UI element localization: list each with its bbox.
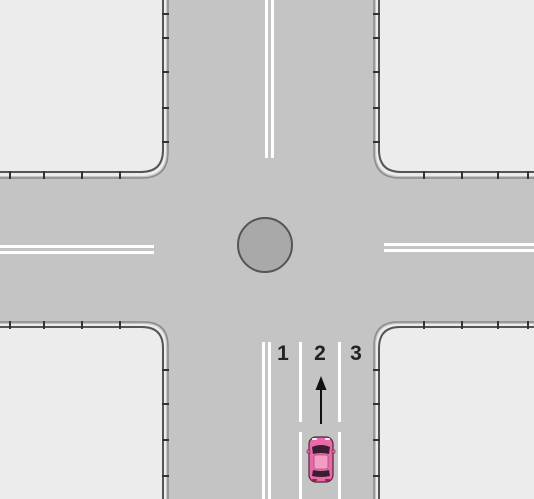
center-line-top-b: [271, 0, 274, 158]
lane-divider-1: [299, 342, 302, 422]
center-line-right-a: [384, 243, 534, 246]
center-line-top-a: [265, 0, 268, 158]
curb-top-left-inner: [0, 0, 169, 179]
block-bottom-left: [0, 324, 166, 499]
block-top-left: [0, 0, 166, 176]
curb-bottom-left: [0, 326, 164, 499]
lane-line-left-a: [262, 342, 265, 499]
center-line-left-a: [0, 245, 154, 248]
curb-bottom-right: [378, 326, 534, 499]
block-top-right: [376, 0, 534, 176]
arrow-up-icon: [315, 376, 327, 424]
curb-bottom-right-inner: [373, 321, 534, 499]
car-icon: [306, 436, 336, 483]
curb-top-right-inner: [373, 0, 534, 179]
center-line-left-b: [0, 251, 154, 254]
curb-bottom-left-inner: [0, 321, 169, 499]
curb-top-left: [0, 0, 164, 173]
lane-divider-1-lower: [299, 432, 302, 499]
center-line-right-b: [384, 249, 534, 252]
lane-label-2: 2: [314, 342, 326, 365]
lane-label-3: 3: [350, 342, 362, 365]
curb-ticks: [9, 13, 529, 477]
lane-label-1: 1: [277, 342, 289, 365]
block-bottom-right: [376, 324, 534, 499]
curb-top-right: [378, 0, 534, 173]
lane-divider-2: [338, 342, 341, 422]
lane-line-left-b: [268, 342, 271, 499]
lane-divider-2-lower: [338, 432, 341, 499]
central-island: [237, 217, 293, 273]
